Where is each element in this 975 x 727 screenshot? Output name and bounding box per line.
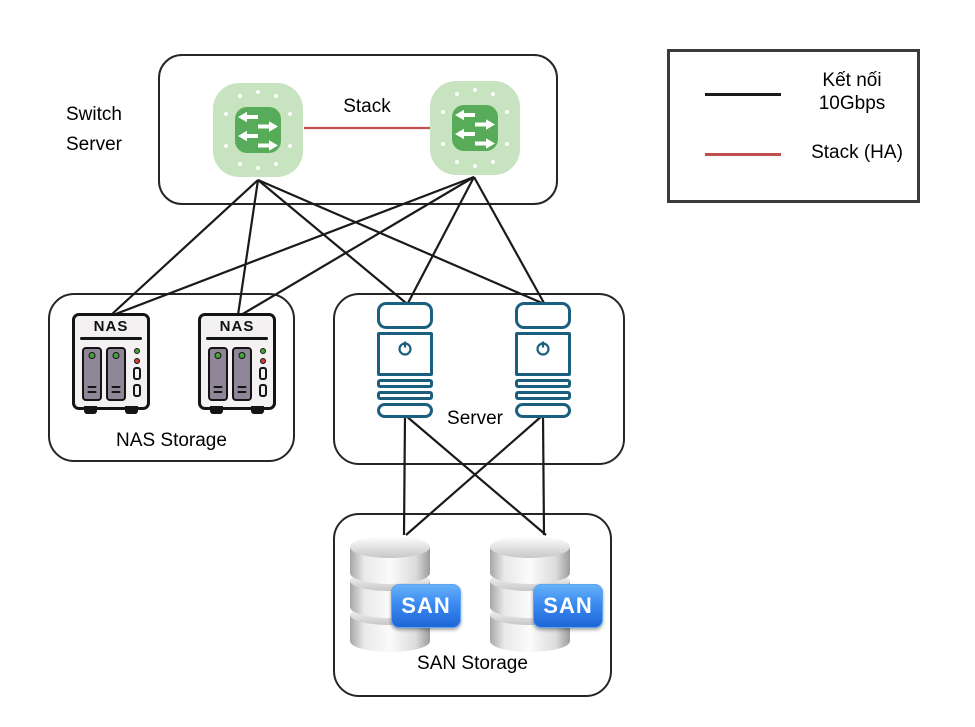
drive-led-icon xyxy=(88,352,96,359)
legend-10g-label: Kết nối 10Gbps xyxy=(792,69,912,115)
legend-10g-label-line1: Kết nối xyxy=(822,70,882,91)
legend: Kết nối 10Gbps Stack (HA) xyxy=(667,49,920,203)
nas-foot xyxy=(251,406,264,414)
nas-port-slot xyxy=(133,367,141,380)
nas-status-panel xyxy=(131,348,143,397)
status-led-red-icon xyxy=(260,357,266,364)
drive-vent xyxy=(111,390,121,393)
drive-vent xyxy=(111,385,121,388)
server-group-label: Server xyxy=(447,408,503,429)
switch-icon xyxy=(430,81,520,175)
server-drive-bar xyxy=(515,379,571,388)
nas-port-slot xyxy=(259,383,267,397)
legend-stack-label: Stack (HA) xyxy=(811,142,903,163)
power-icon xyxy=(536,341,550,356)
switch-group-caption-line1: Switch xyxy=(66,104,122,125)
legend-10g-line-swatch xyxy=(705,93,781,96)
server-top-panel xyxy=(515,302,571,329)
switch-icon xyxy=(213,83,303,177)
nas-device-body: NAS xyxy=(72,313,150,414)
nas-status-panel xyxy=(257,348,269,397)
nas-drive-bay xyxy=(208,347,228,401)
drive-vent xyxy=(87,390,97,393)
status-led-green-icon xyxy=(134,348,140,354)
nas-foot xyxy=(125,406,138,414)
server-base xyxy=(515,403,571,418)
status-led-red-icon xyxy=(134,357,140,364)
legend-stack-line-swatch xyxy=(705,153,781,156)
nas-foot xyxy=(210,406,223,414)
nas-port-slot xyxy=(259,367,267,380)
drive-vent xyxy=(237,385,247,388)
drive-led-icon xyxy=(238,352,246,359)
server-drive-bar xyxy=(377,391,433,400)
server-icon xyxy=(377,302,433,418)
nas-drive-bay xyxy=(106,347,126,401)
san-badge: SAN xyxy=(391,584,461,628)
drive-vent xyxy=(237,390,247,393)
server-top-panel xyxy=(377,302,433,329)
nas-drive-bay xyxy=(232,347,252,401)
switch-group-caption: Switch Server xyxy=(66,100,122,160)
stack-link-label: Stack xyxy=(343,96,391,117)
server-front-panel xyxy=(515,332,571,376)
nas-foot xyxy=(84,406,97,414)
server-icon xyxy=(515,302,571,418)
nas-divider xyxy=(206,337,268,340)
san-badge: SAN xyxy=(533,584,603,628)
nas-device-label: NAS xyxy=(93,318,129,335)
drive-vent xyxy=(213,385,223,388)
nas-port-slot xyxy=(133,383,141,397)
switch-group-caption-line2: Server xyxy=(66,134,122,155)
power-icon xyxy=(398,341,412,356)
san-group-label: SAN Storage xyxy=(417,653,528,674)
drive-vent xyxy=(87,385,97,388)
nas-group-label: NAS Storage xyxy=(116,430,227,451)
nas-divider xyxy=(80,337,142,340)
nas-device-icon: NAS xyxy=(72,313,150,414)
drive-vent xyxy=(213,390,223,393)
drive-led-icon xyxy=(214,352,222,359)
nas-drive-bay xyxy=(82,347,102,401)
nas-device-body: NAS xyxy=(198,313,276,414)
status-led-green-icon xyxy=(260,348,266,354)
legend-10g-label-line2: 10Gbps xyxy=(818,93,886,114)
nas-device-icon: NAS xyxy=(198,313,276,414)
drive-led-icon xyxy=(112,352,120,359)
nas-device-label: NAS xyxy=(219,318,255,335)
server-drive-bar xyxy=(377,379,433,388)
server-front-panel xyxy=(377,332,433,376)
server-drive-bar xyxy=(515,391,571,400)
server-base xyxy=(377,403,433,418)
